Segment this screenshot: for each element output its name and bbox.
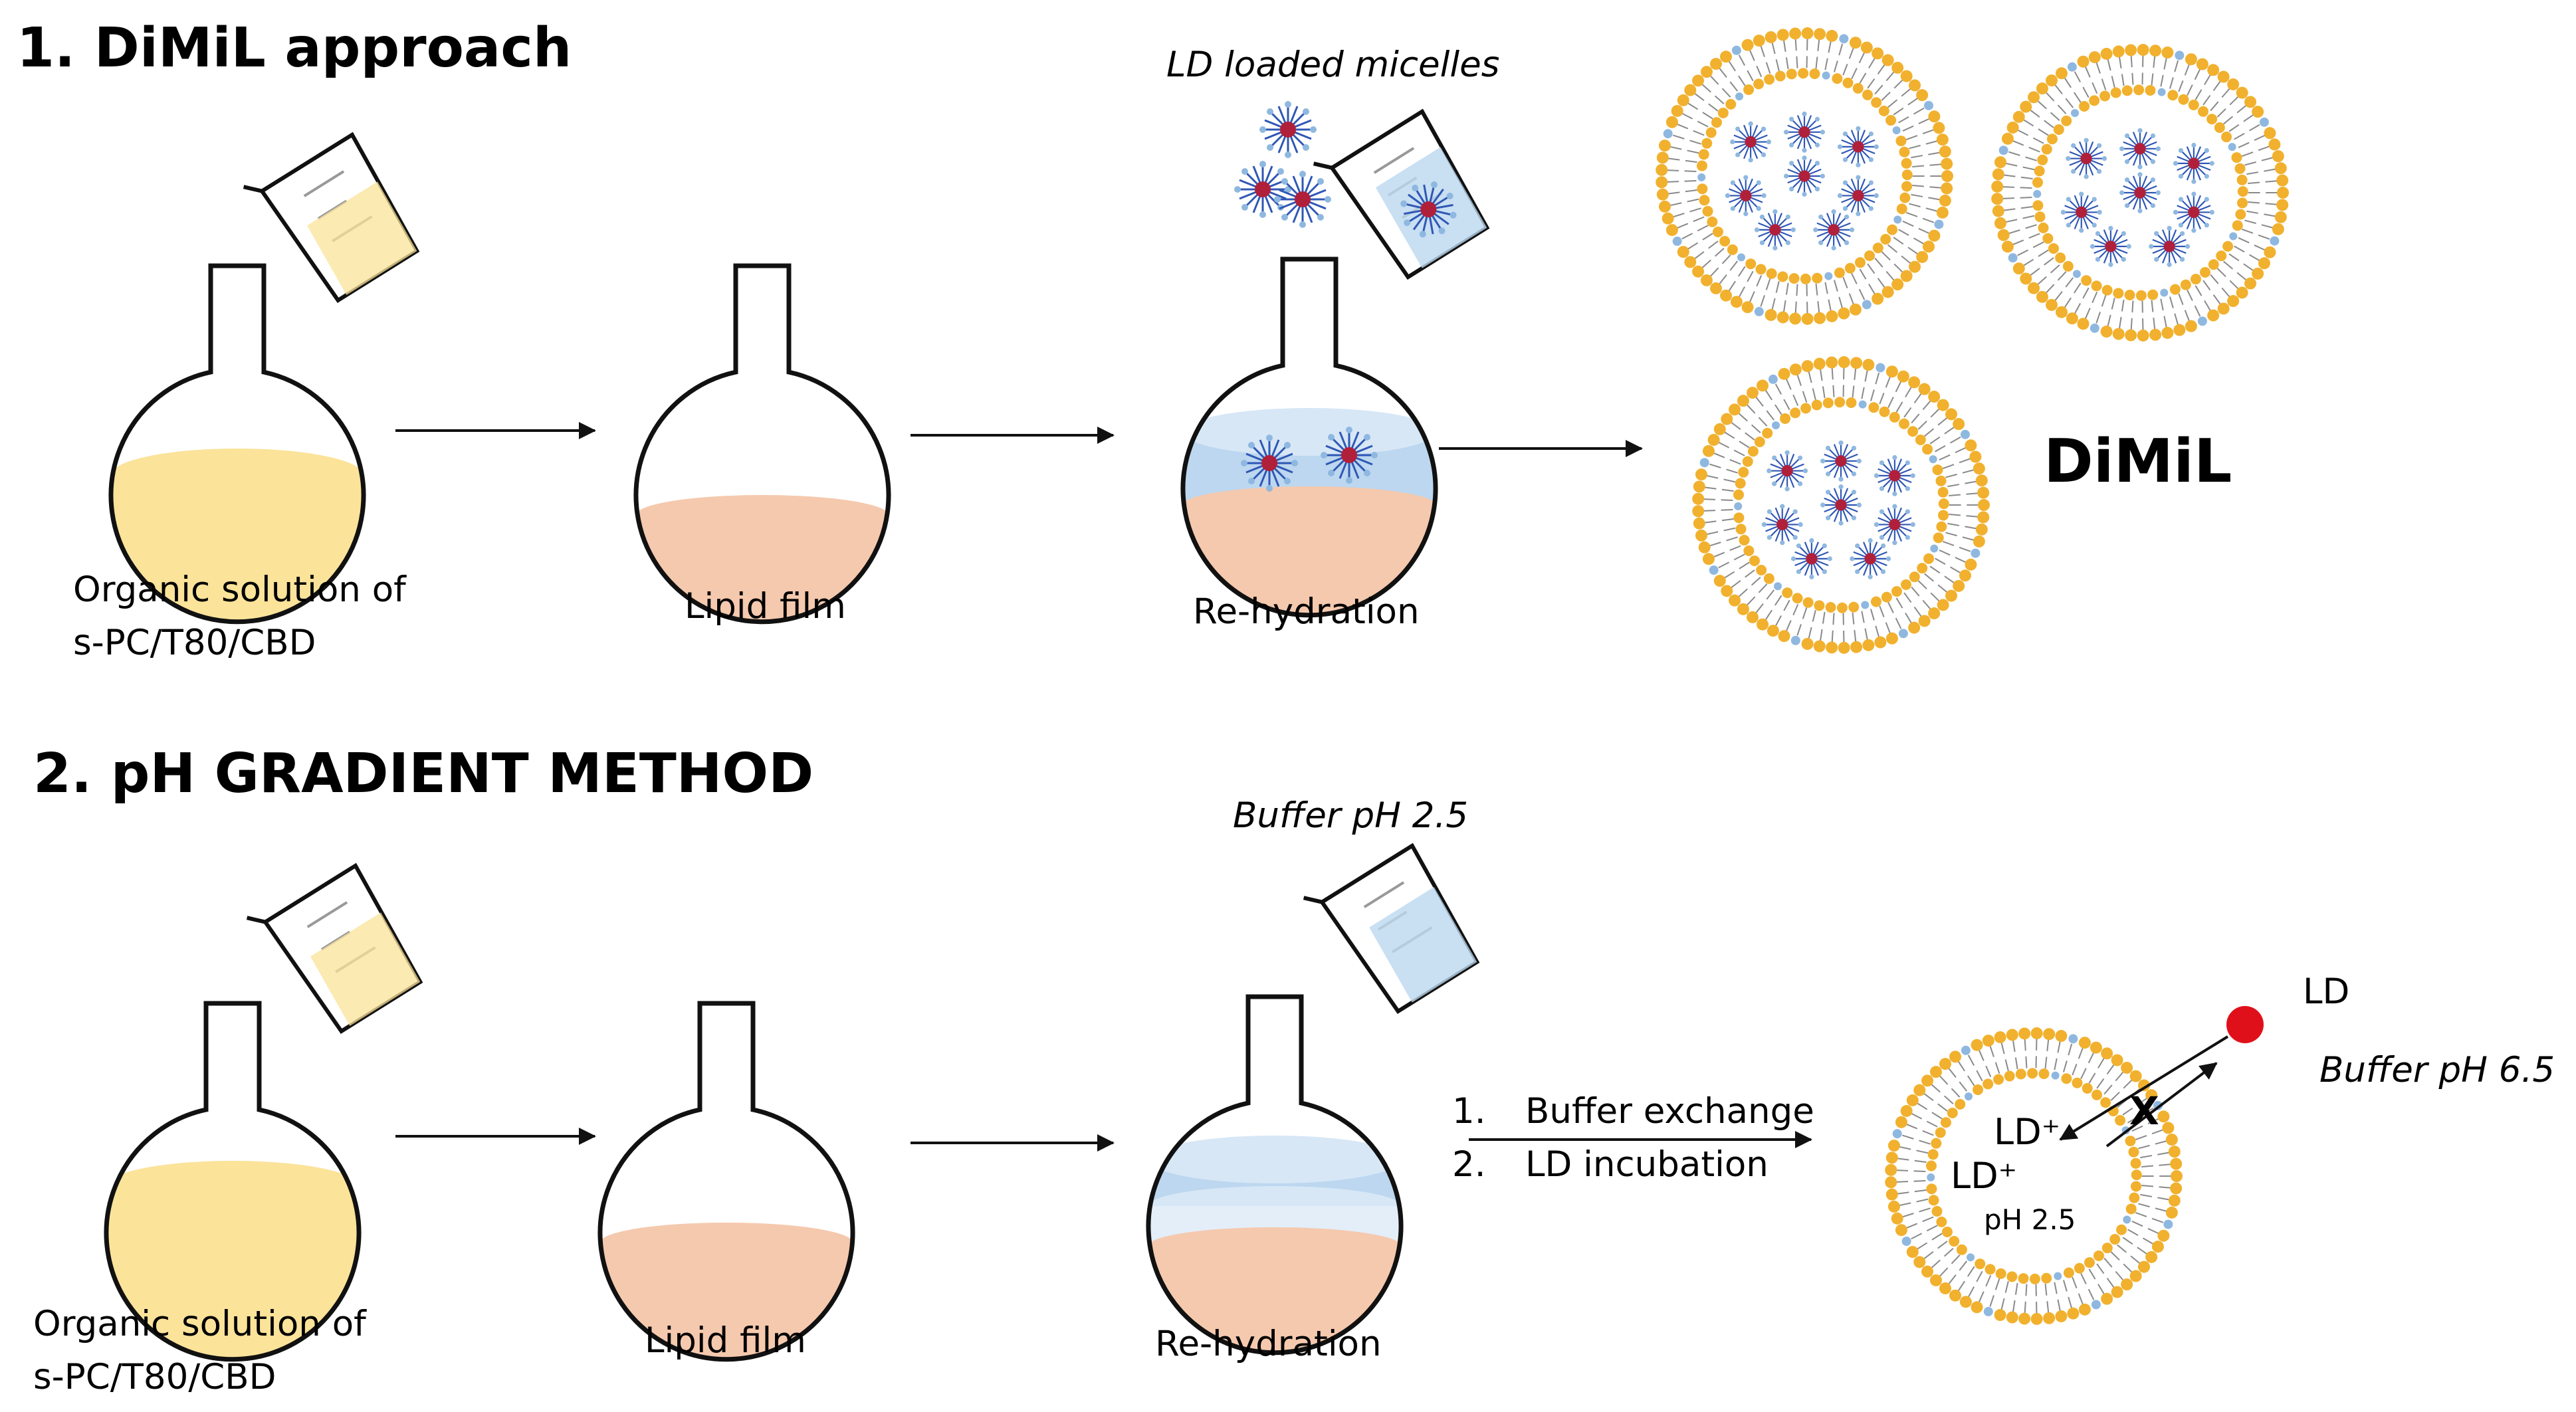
blocked-mark-icon: X	[2129, 1088, 2159, 1134]
buffer-in-label: Buffer pH 2.5	[1233, 795, 1468, 836]
micelle-icon	[1273, 169, 1333, 229]
step-1-text: Buffer exchange	[1525, 1091, 1814, 1132]
dimil-liposomes	[1656, 27, 2289, 654]
liposome-icon	[1885, 1027, 2183, 1325]
round-bottom-flask-icon	[597, 1001, 855, 1362]
micelle-icon	[1873, 503, 1916, 546]
round-bottom-flask-icon	[108, 263, 366, 625]
caption-organic-line2-2: s-PC/T80/CBD	[33, 1357, 276, 1397]
round-bottom-flask-icon	[104, 1001, 362, 1362]
step-1-number: 1.	[1452, 1091, 1486, 1132]
micelles-label: LD loaded micelles	[1166, 45, 1499, 85]
micelle-icon	[1782, 110, 1826, 153]
inner-ph-label: pH 2.5	[1984, 1203, 2076, 1236]
caption-organic-line1-2: Organic solution of	[33, 1304, 367, 1344]
liposome-icon	[1656, 27, 1953, 325]
micelle-icon	[1873, 454, 1916, 497]
micelle-icon	[1233, 159, 1293, 219]
beaker-icon	[244, 124, 423, 311]
micelle-icon	[1836, 174, 1879, 217]
liposome-icon	[1885, 1027, 2183, 1325]
caption-rehydration: Re-hydration	[1193, 591, 1420, 632]
micelle-icon	[1753, 208, 1796, 251]
beaker-icon	[1314, 100, 1493, 288]
micelle-icon	[2118, 127, 2162, 170]
liposome-icon	[1991, 44, 2289, 342]
caption-rehydration-2: Re-hydration	[1155, 1324, 1382, 1364]
micelle-icon	[2172, 191, 2215, 234]
micelle-icon	[2172, 142, 2215, 185]
caption-lipid-film-2: Lipid film	[645, 1320, 806, 1361]
caption-organic-line1: Organic solution of	[73, 569, 407, 610]
micelle-icon	[2148, 225, 2191, 268]
micelle-icon	[1239, 433, 1299, 493]
micelle-icon	[1729, 120, 1772, 163]
micelle-icon	[1319, 425, 1379, 485]
micelle-icon	[2065, 137, 2108, 180]
micelle-icon	[2060, 191, 2103, 234]
step-2-number: 2.	[1452, 1144, 1486, 1185]
caption-lipid-film: Lipid film	[685, 586, 846, 627]
buffer-out-label: Buffer pH 6.5	[2319, 1050, 2555, 1090]
micelle-icon	[1836, 125, 1879, 168]
arrow-in-icon	[2059, 1035, 2229, 1141]
micelle-icon	[1258, 100, 1318, 159]
liposome-icon	[1692, 356, 1990, 654]
ld-plus-label-2: LD⁺	[1951, 1155, 2017, 1197]
micelle-icon	[1819, 483, 1863, 527]
arrow-out-icon	[2105, 1062, 2218, 1148]
micelle-icon	[1782, 154, 1826, 198]
section1-title: 1. DiMiL approach	[17, 17, 572, 80]
micelle-icon	[2089, 225, 2132, 268]
micelle-icon	[1849, 537, 1892, 580]
micelle-icon	[1812, 208, 1856, 251]
micelle-icon	[1724, 174, 1767, 217]
micelle-icon	[1761, 503, 1804, 546]
micelle-icon	[1819, 439, 1863, 482]
beaker-icon	[1304, 835, 1483, 1022]
beaker-icon	[247, 855, 426, 1042]
step-2-text: LD incubation	[1525, 1144, 1769, 1185]
section2-title: 2. pH GRADIENT METHOD	[33, 742, 813, 805]
ld-plus-label-1: LD⁺	[1994, 1111, 2060, 1153]
micelle-icon	[1790, 537, 1833, 580]
round-bottom-flask-icon	[1146, 994, 1404, 1356]
micelle-icon	[1766, 449, 1809, 492]
round-bottom-flask-icon	[633, 263, 891, 625]
caption-organic-line2: s-PC/T80/CBD	[73, 623, 316, 663]
drug-molecule-icon	[2226, 1006, 2264, 1043]
dimil-label: DiMiL	[2044, 427, 2232, 496]
ld-label: LD	[2303, 971, 2349, 1012]
round-bottom-flask-icon	[1180, 256, 1438, 618]
micelle-icon	[2118, 171, 2162, 215]
